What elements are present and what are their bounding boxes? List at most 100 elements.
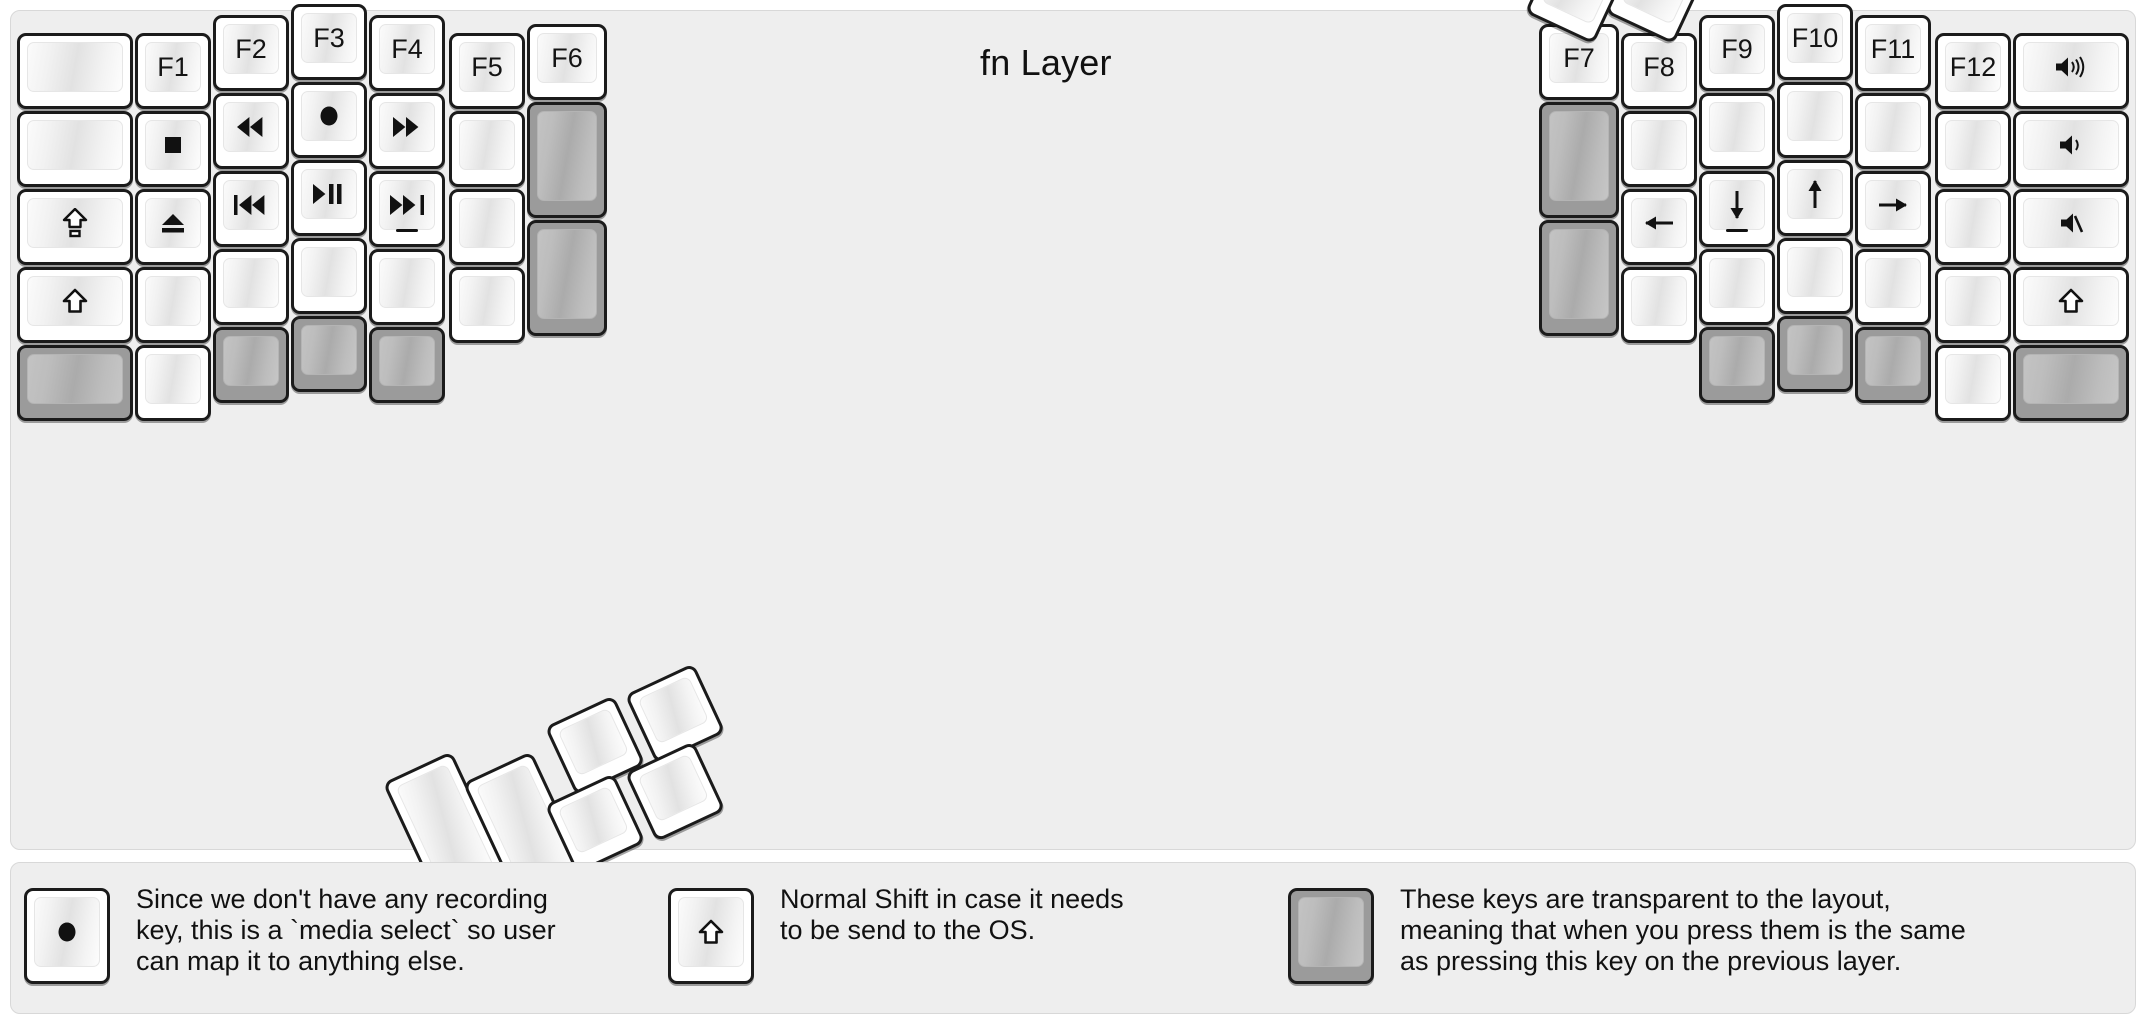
key-right-c3-r5[interactable] bbox=[1699, 327, 1775, 403]
key-cap: F8 bbox=[1631, 42, 1687, 92]
key-cap bbox=[637, 675, 710, 745]
key-right-c6-r3[interactable] bbox=[1935, 189, 2011, 265]
key-left-c4-r3[interactable] bbox=[291, 160, 367, 236]
key-right-c3-r3[interactable] bbox=[1699, 171, 1775, 247]
key-left-c3-r5[interactable] bbox=[213, 327, 289, 403]
key-left-c5-r2[interactable] bbox=[369, 93, 445, 169]
key-left-c4-r2[interactable] bbox=[291, 82, 367, 158]
key-right-c6-r1[interactable]: F12 bbox=[1935, 33, 2011, 109]
key-left-c2-r3[interactable] bbox=[135, 189, 211, 265]
key-cap bbox=[557, 785, 630, 855]
key-left-c5-r1[interactable]: F4 bbox=[369, 15, 445, 91]
key-right-c5-r3[interactable] bbox=[1855, 171, 1931, 247]
key-cap bbox=[459, 276, 515, 326]
key-left-c3-r2[interactable] bbox=[213, 93, 289, 169]
key-left-c2-r5[interactable] bbox=[135, 345, 211, 421]
key-right-c4-r2[interactable] bbox=[1777, 82, 1853, 158]
key-right-c7-r2[interactable] bbox=[2013, 111, 2129, 187]
key-right-c2-r3[interactable] bbox=[1621, 189, 1697, 265]
key-right-c5-r1[interactable]: F11 bbox=[1855, 15, 1931, 91]
key-right-c5-r5[interactable] bbox=[1855, 327, 1931, 403]
key-cap bbox=[27, 42, 123, 92]
key-right-c3-r2[interactable] bbox=[1699, 93, 1775, 169]
key-left-c2-r2[interactable] bbox=[135, 111, 211, 187]
key-right-c4-r5[interactable] bbox=[1777, 316, 1853, 392]
key-left-c7-r3[interactable] bbox=[527, 220, 607, 336]
key-left-c7-r1[interactable]: F6 bbox=[527, 24, 607, 100]
key-cap bbox=[145, 276, 201, 326]
key-right-c7-r4[interactable] bbox=[2013, 267, 2129, 343]
key-cap bbox=[1549, 111, 1609, 201]
key-left-c4-r1[interactable]: F3 bbox=[291, 4, 367, 80]
media-record-icon bbox=[34, 897, 100, 967]
arrow-up-icon bbox=[1787, 169, 1843, 219]
key-sub-marker bbox=[396, 229, 418, 232]
arrow-down-icon bbox=[1709, 180, 1765, 230]
key-right-c6-r5[interactable] bbox=[1935, 345, 2011, 421]
key-right-c6-r4[interactable] bbox=[1935, 267, 2011, 343]
key-left-c1-r5[interactable] bbox=[17, 345, 133, 421]
key-cap bbox=[27, 120, 123, 170]
key-left-c2-r1[interactable]: F1 bbox=[135, 33, 211, 109]
key-right-c3-r1[interactable]: F9 bbox=[1699, 15, 1775, 91]
key-cap bbox=[301, 325, 357, 375]
legend-line: as pressing this key on the previous lay… bbox=[1400, 946, 1902, 977]
key-left-c1-r3[interactable] bbox=[17, 189, 133, 265]
key-cap bbox=[1787, 325, 1843, 375]
key-cap: F11 bbox=[1865, 24, 1921, 74]
key-left-c6-r4[interactable] bbox=[449, 267, 525, 343]
key-left-c5-r4[interactable] bbox=[369, 249, 445, 325]
key-left-c4-r4[interactable] bbox=[291, 238, 367, 314]
key-cap: F10 bbox=[1787, 13, 1843, 63]
key-cap bbox=[223, 336, 279, 386]
key-cap bbox=[2023, 354, 2119, 404]
key-left-c1-r2[interactable] bbox=[17, 111, 133, 187]
key-left-c6-r1[interactable]: F5 bbox=[449, 33, 525, 109]
key-right-c4-r3[interactable] bbox=[1777, 160, 1853, 236]
shift-icon bbox=[678, 897, 744, 967]
key-left-c1-r4[interactable] bbox=[17, 267, 133, 343]
key-right-c1-r2[interactable] bbox=[1539, 102, 1619, 218]
key-right-c4-r4[interactable] bbox=[1777, 238, 1853, 314]
key-right-c5-r4[interactable] bbox=[1855, 249, 1931, 325]
key-right-c6-r2[interactable] bbox=[1935, 111, 2011, 187]
key-right-c2-r4[interactable] bbox=[1621, 267, 1697, 343]
caps-lock-icon bbox=[27, 198, 123, 248]
key-left-c3-r1[interactable]: F2 bbox=[213, 15, 289, 91]
key-cap bbox=[537, 111, 597, 201]
key-right-c7-r5[interactable] bbox=[2013, 345, 2129, 421]
key-left-c3-r3[interactable] bbox=[213, 171, 289, 247]
legend-line: meaning that when you press them is the … bbox=[1400, 915, 1966, 946]
key-left-c5-r5[interactable] bbox=[369, 327, 445, 403]
key-left-c7-r2[interactable] bbox=[527, 102, 607, 218]
key-cap bbox=[1865, 102, 1921, 152]
key-right-c7-r1[interactable] bbox=[2013, 33, 2129, 109]
key-right-c5-r2[interactable] bbox=[1855, 93, 1931, 169]
legend-key-1 bbox=[24, 888, 110, 984]
key-cap bbox=[1631, 276, 1687, 326]
key-right-c4-r1[interactable]: F10 bbox=[1777, 4, 1853, 80]
key-left-c2-r4[interactable] bbox=[135, 267, 211, 343]
key-left-c6-r3[interactable] bbox=[449, 189, 525, 265]
key-right-c3-r4[interactable] bbox=[1699, 249, 1775, 325]
key-left-c3-r4[interactable] bbox=[213, 249, 289, 325]
legend-key-3 bbox=[1288, 888, 1374, 984]
key-right-c7-r3[interactable] bbox=[2013, 189, 2129, 265]
key-cap: F12 bbox=[1945, 42, 2001, 92]
key-left-c6-r2[interactable] bbox=[449, 111, 525, 187]
key-cap: F6 bbox=[537, 33, 597, 83]
page-title: fn Layer bbox=[980, 42, 1112, 83]
key-left-c1-r1[interactable] bbox=[17, 33, 133, 109]
key-right-c2-r2[interactable] bbox=[1621, 111, 1697, 187]
key-right-c2-r1[interactable]: F8 bbox=[1621, 33, 1697, 109]
key-right-c1-r3[interactable] bbox=[1539, 220, 1619, 336]
key-cap: F2 bbox=[223, 24, 279, 74]
key-right-c1-r1[interactable]: F7 bbox=[1539, 24, 1619, 100]
volume-mute-icon bbox=[2023, 198, 2119, 248]
key-left-c5-r3[interactable] bbox=[369, 171, 445, 247]
key-cap bbox=[1865, 258, 1921, 308]
key-left-c4-r5[interactable] bbox=[291, 316, 367, 392]
key-cap bbox=[637, 753, 710, 823]
